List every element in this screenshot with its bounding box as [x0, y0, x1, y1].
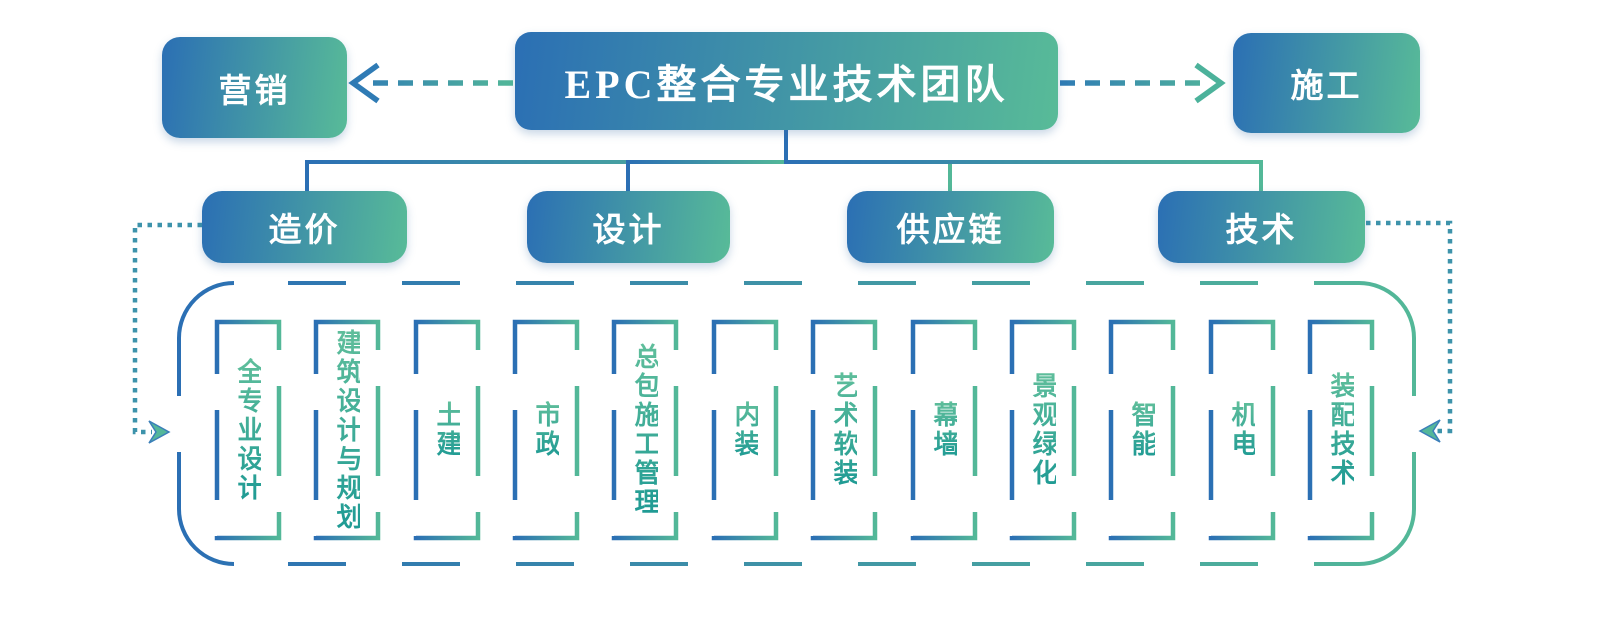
specialty-item: 总包施工管理	[614, 322, 681, 538]
specialty-label: 装配技术	[1325, 372, 1377, 488]
node-dept-supply-chain: 供应链	[847, 191, 1054, 263]
specialty-box-border	[1307, 319, 1375, 541]
specialty-label: 内装	[729, 401, 781, 459]
specialty-box-border	[214, 319, 282, 541]
node-dept-cost-label: 造价	[268, 213, 341, 249]
specialty-item: 市政	[515, 322, 582, 538]
specialty-label: 全专业设计	[232, 358, 284, 503]
specialty-item: 装配技术	[1310, 322, 1377, 538]
specialty-box-border	[910, 319, 978, 541]
node-dept-technology: 技术	[1158, 191, 1365, 263]
specialty-box-border	[810, 319, 878, 541]
tree-connector	[305, 130, 1263, 191]
specialty-item: 幕墙	[913, 322, 980, 538]
node-epc-team-label: EPC整合专业技术团队	[564, 62, 1009, 107]
specialty-label: 总包施工管理	[629, 343, 681, 517]
dotted-loop-right	[1366, 220, 1453, 443]
dotted-loop-left	[132, 222, 202, 444]
specialty-label: 建筑设计与规划	[331, 329, 383, 532]
specialty-label: 幕墙	[928, 401, 980, 459]
node-marketing: 营销	[162, 37, 347, 138]
node-construction: 施工	[1233, 33, 1420, 133]
specialty-item: 智能	[1111, 322, 1178, 538]
dashed-arrow-right	[1060, 62, 1226, 104]
node-dept-cost: 造价	[202, 191, 407, 263]
specialty-box-border	[1108, 319, 1176, 541]
node-epc-team: EPC整合专业技术团队	[515, 32, 1058, 130]
dotted-arrowhead-right-icon	[1418, 419, 1441, 443]
specialty-label: 智能	[1126, 401, 1178, 459]
specialty-item: 建筑设计与规划	[316, 322, 383, 538]
arrowhead-right-icon	[1194, 62, 1226, 104]
dashed-arrow-left	[348, 62, 513, 104]
specialty-box-border	[1009, 319, 1077, 541]
specialty-item: 艺术软装	[813, 322, 880, 538]
node-construction-label: 施工	[1290, 69, 1363, 105]
specialty-label: 土建	[431, 401, 483, 459]
node-dept-design-label: 设计	[592, 213, 665, 249]
specialty-item: 内装	[714, 322, 781, 538]
specialty-item: 景观绿化	[1012, 322, 1079, 538]
node-dept-technology-label: 技术	[1225, 213, 1298, 249]
node-dept-supply-chain-label: 供应链	[896, 213, 1005, 249]
specialty-item: 土建	[416, 322, 483, 538]
node-marketing-label: 营销	[218, 73, 291, 110]
node-dept-design: 设计	[527, 191, 730, 263]
specialty-label: 景观绿化	[1027, 372, 1079, 488]
specialties-container-border	[177, 281, 1416, 566]
specialty-item: 机电	[1211, 322, 1278, 538]
specialty-box-border	[512, 319, 580, 541]
specialty-box-border	[313, 319, 381, 541]
specialty-label: 市政	[530, 401, 582, 459]
specialty-box-border	[413, 319, 481, 541]
specialty-box-border	[711, 319, 779, 541]
specialty-box-border	[611, 319, 679, 541]
specialty-box-borders	[214, 319, 1375, 541]
arrowhead-left-icon	[348, 62, 380, 104]
specialty-box-border	[1208, 319, 1276, 541]
specialty-item: 全专业设计	[217, 322, 284, 538]
dotted-arrowhead-left-icon	[148, 420, 171, 444]
specialty-label: 艺术软装	[828, 372, 880, 488]
specialty-label: 机电	[1226, 401, 1278, 459]
